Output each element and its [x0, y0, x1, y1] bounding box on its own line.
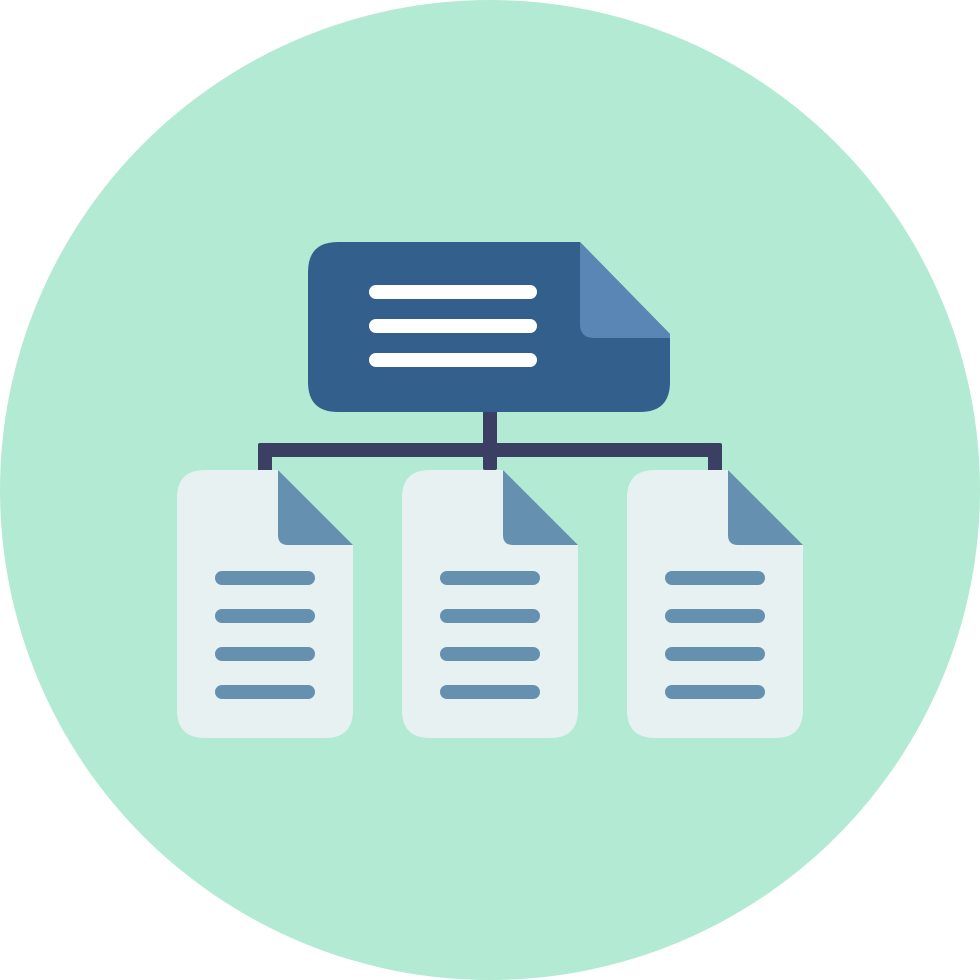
- connector-right-drop: [708, 443, 722, 473]
- child-document-line: [440, 609, 540, 623]
- parent-document-line: [369, 319, 537, 333]
- child-document-fold: [503, 470, 578, 545]
- child-documents: [177, 470, 803, 738]
- connector-left-drop: [258, 443, 272, 473]
- child-document-line: [440, 571, 540, 585]
- child-document-line: [665, 685, 765, 699]
- parent-document-line: [369, 353, 537, 367]
- child-document-line: [440, 647, 540, 661]
- child-document-right: [627, 470, 803, 738]
- child-document-line: [665, 647, 765, 661]
- parent-document: [308, 242, 670, 412]
- parent-document-lines: [369, 285, 537, 367]
- child-document-line: [215, 647, 315, 661]
- child-document-center: [402, 470, 578, 738]
- child-document-line: [665, 609, 765, 623]
- child-document-line: [665, 571, 765, 585]
- connector-horizontal: [258, 443, 722, 457]
- child-document-line: [215, 685, 315, 699]
- child-document-fold: [728, 470, 803, 545]
- child-document-fold: [278, 470, 353, 545]
- child-document-line: [215, 609, 315, 623]
- connector-vertical-main: [483, 408, 497, 470]
- parent-document-line: [369, 285, 537, 299]
- child-document-line: [440, 685, 540, 699]
- parent-document-fold: [580, 242, 670, 338]
- child-document-line: [215, 571, 315, 585]
- child-document-left: [177, 470, 353, 738]
- connector-lines: [258, 408, 722, 473]
